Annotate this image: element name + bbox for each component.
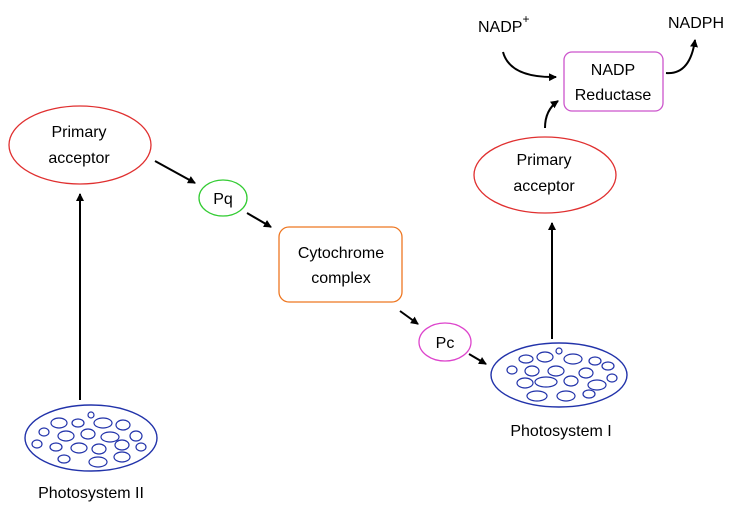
cytochrome-line2: complex bbox=[311, 270, 371, 287]
arrow-acceptor-to-pq bbox=[154, 160, 196, 184]
flow-arrows bbox=[76, 39, 698, 400]
pc-label: Pc bbox=[436, 335, 455, 352]
nadp-reductase-node: NADP Reductase bbox=[563, 51, 664, 112]
arrow-pq-to-cytochrome bbox=[246, 212, 272, 228]
pc-node: Pc bbox=[418, 322, 472, 362]
photosystem-i-granules bbox=[506, 347, 618, 402]
photosystem-ii: Photosystem II bbox=[24, 404, 158, 502]
cytochrome-line1: Cytochrome bbox=[298, 245, 384, 262]
photosystem-ii-label: Photosystem II bbox=[38, 485, 144, 502]
arrow-pc-to-ps1 bbox=[468, 353, 487, 365]
nadp-reductase-line1: NADP bbox=[591, 62, 635, 79]
primary-acceptor-ps2-line1: Primary bbox=[51, 124, 106, 141]
nadp-plus-label: NADP+ bbox=[478, 12, 529, 36]
primary-acceptor-ps1: Primary acceptor bbox=[473, 136, 617, 214]
pq-node: Pq bbox=[198, 179, 248, 217]
arrow-cytochrome-to-pc bbox=[399, 310, 419, 325]
nadp-reductase-line2: Reductase bbox=[575, 87, 652, 104]
cytochrome-complex-node: Cytochrome complex bbox=[278, 226, 403, 303]
primary-acceptor-ps1-line1: Primary bbox=[516, 152, 571, 169]
arrow-nadp-plus-in bbox=[502, 51, 557, 82]
photosystem-ii-granules bbox=[31, 411, 147, 468]
photosystem-i: Photosystem I bbox=[490, 342, 628, 440]
arrow-acceptor-to-reductase bbox=[544, 100, 559, 129]
nadph-label: NADPH bbox=[668, 15, 724, 32]
arrow-nadph-out bbox=[665, 39, 698, 75]
primary-acceptor-ps2: Primary acceptor bbox=[8, 105, 152, 185]
primary-acceptor-ps2-line2: acceptor bbox=[48, 150, 110, 167]
primary-acceptor-ps1-line2: acceptor bbox=[513, 178, 575, 195]
photosystem-i-label: Photosystem I bbox=[510, 423, 611, 440]
pq-label: Pq bbox=[213, 191, 233, 208]
